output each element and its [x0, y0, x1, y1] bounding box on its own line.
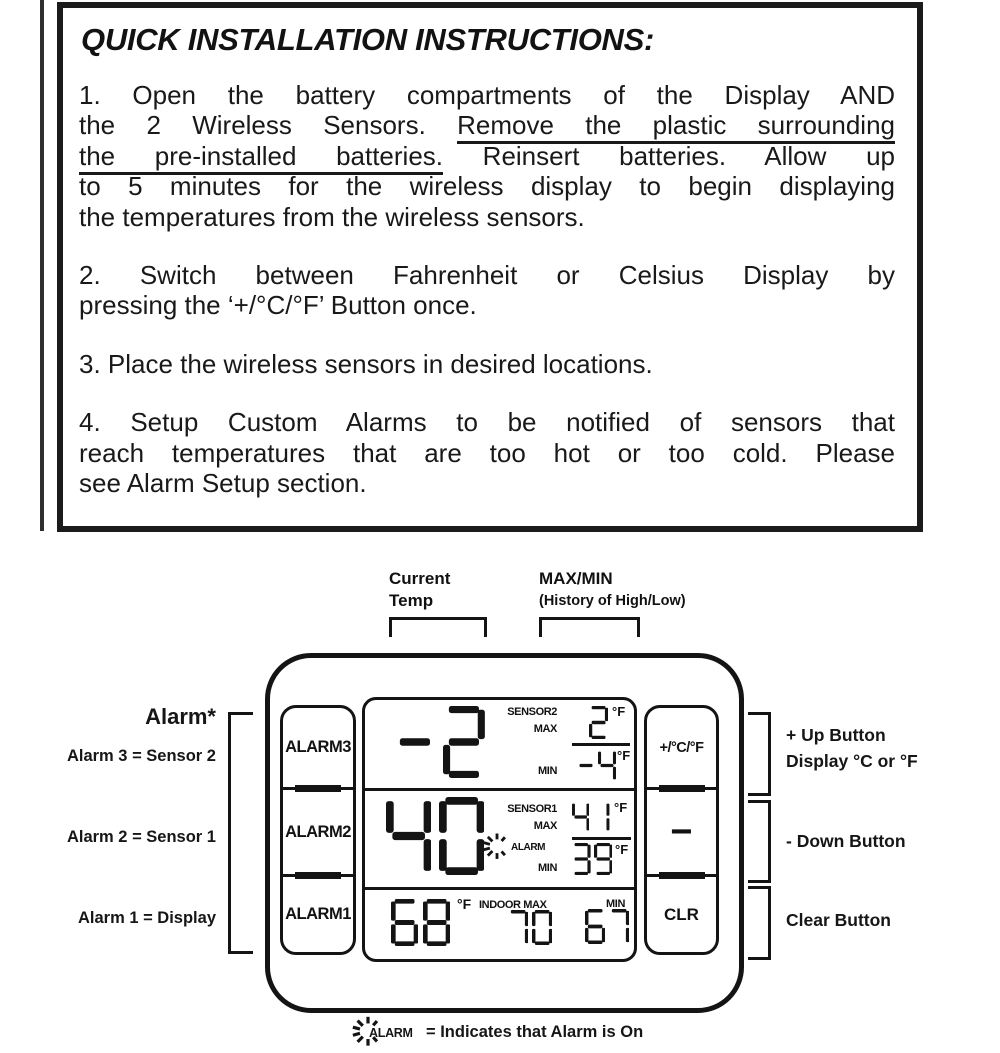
sensor1-min-label: MIN: [538, 862, 557, 874]
sensor1-max-label: MAX: [533, 820, 558, 832]
page-edge-line: [40, 0, 44, 531]
down-button-bracket: [748, 800, 771, 883]
alarm-callout-title: Alarm*: [145, 704, 216, 729]
instruction-step-3: 3. Place the wireless sensors in desired…: [79, 348, 653, 379]
maxmin-bracket: [539, 617, 640, 637]
function-buttons-column: +/°C/°F − CLR: [644, 705, 719, 955]
alarm-burst-icon: [352, 1016, 379, 1046]
maxmin-label: MAX/MIN: [539, 569, 613, 588]
indoor-max-label: INDOOR MAX: [479, 899, 547, 911]
instructions-title: QUICK INSTALLATION INSTRUCTIONS:: [81, 22, 655, 57]
down-button: −: [647, 790, 716, 874]
indoor-max-value-digits: [508, 910, 556, 945]
maxmin-sublabel: (History of High/Low): [539, 593, 686, 609]
sensor1-label: SENSOR1: [507, 803, 557, 815]
up-cf-button-label: +/°C/°F: [659, 739, 704, 756]
sensor1-current-temp-digits: [386, 797, 492, 875]
instructions-box: QUICK INSTALLATION INSTRUCTIONS: 1. Open…: [57, 2, 923, 532]
button-divider: [647, 872, 716, 879]
alarm2-button: ALARM2: [283, 790, 353, 874]
display-unit: ALARM3 ALARM2 ALARM1 SENSOR2 MAX MIN °F: [265, 653, 744, 1013]
up-button-callout: + Up Button: [786, 725, 886, 745]
instruction-step-1: 1. Open the battery compartments of the …: [79, 80, 895, 232]
sensor1-maxmin-divider: [572, 837, 631, 840]
lcd-screen: SENSOR2 MAX MIN °F °F SENSOR1 MAX: [362, 697, 637, 962]
clear-button-callout: Clear Button: [786, 910, 891, 930]
down-button-label: −: [670, 811, 693, 853]
lcd-row-sensor2: SENSOR2 MAX MIN °F °F: [365, 700, 634, 788]
indoor-unit: °F: [457, 896, 472, 912]
sensor2-label: SENSOR2: [507, 706, 557, 718]
alarm1-button: ALARM1: [283, 877, 353, 952]
clear-button-label: CLR: [664, 904, 699, 924]
current-temp-label: Current: [389, 569, 451, 588]
indoor-current-temp-digits: [391, 899, 455, 946]
down-button-callout: - Down Button: [786, 831, 906, 851]
current-temp-label-line2: Temp: [389, 591, 434, 610]
indoor-min-label: MIN: [606, 898, 625, 910]
sensor2-max-value-digits: [589, 706, 611, 739]
alarm3-mapping-label: Alarm 3 = Sensor 2: [66, 747, 216, 765]
sensor2-min-value-digits: [577, 750, 619, 781]
alarm-burst-icon: [483, 833, 506, 859]
alarm-buttons-column: ALARM3 ALARM2 ALARM1: [280, 705, 356, 955]
footnote-alarm-label: ALARM: [369, 1026, 413, 1040]
sensor2-current-temp-digits: [394, 706, 492, 778]
lcd-row-indoor: °F INDOOR MAX MIN: [365, 887, 634, 959]
alarm3-button-label: ALARM3: [285, 738, 351, 756]
instruction-step-4: 4. Setup Custom Alarms to be notified of…: [79, 407, 895, 499]
alarm3-button: ALARM3: [283, 708, 353, 787]
up-button-callout-line2: Display °C or °F: [786, 751, 918, 771]
alarm2-mapping-label: Alarm 2 = Sensor 1: [66, 828, 216, 846]
clear-button-bracket: [748, 886, 771, 960]
sensor1-min-unit: °F: [615, 842, 629, 857]
alarm1-button-label: ALARM1: [285, 905, 351, 923]
footnote-text: = Indicates that Alarm is On: [426, 1023, 644, 1041]
sensor2-min-label: MIN: [538, 765, 557, 777]
button-divider: [647, 785, 716, 792]
up-button-bracket: [748, 712, 771, 796]
instruction-step-2: 2. Switch between Fahrenheit or Celsius …: [79, 260, 895, 321]
sensor2-min-unit: °F: [617, 748, 631, 763]
indoor-min-value-digits: [585, 909, 633, 944]
alarm-indicator-label: ALARM: [511, 842, 546, 853]
lcd-row-sensor1: SENSOR1 MAX ALARM MIN °F °F: [365, 788, 634, 887]
sensor2-max-label: MAX: [533, 723, 558, 735]
sensor1-min-value-digits: [572, 843, 616, 875]
alarm2-button-label: ALARM2: [285, 822, 351, 841]
clear-button: CLR: [647, 877, 716, 952]
alarm-callout-bracket: [228, 712, 253, 954]
up-cf-button: +/°C/°F: [647, 708, 716, 787]
sensor1-max-unit: °F: [614, 800, 628, 815]
sensor2-maxmin-divider: [572, 743, 630, 746]
button-divider: [283, 785, 353, 792]
sensor1-max-value-digits: [572, 802, 613, 832]
sensor2-max-unit: °F: [612, 704, 626, 719]
button-divider: [283, 872, 353, 879]
current-temp-bracket: [389, 617, 487, 637]
alarm1-mapping-label: Alarm 1 = Display: [77, 909, 216, 927]
